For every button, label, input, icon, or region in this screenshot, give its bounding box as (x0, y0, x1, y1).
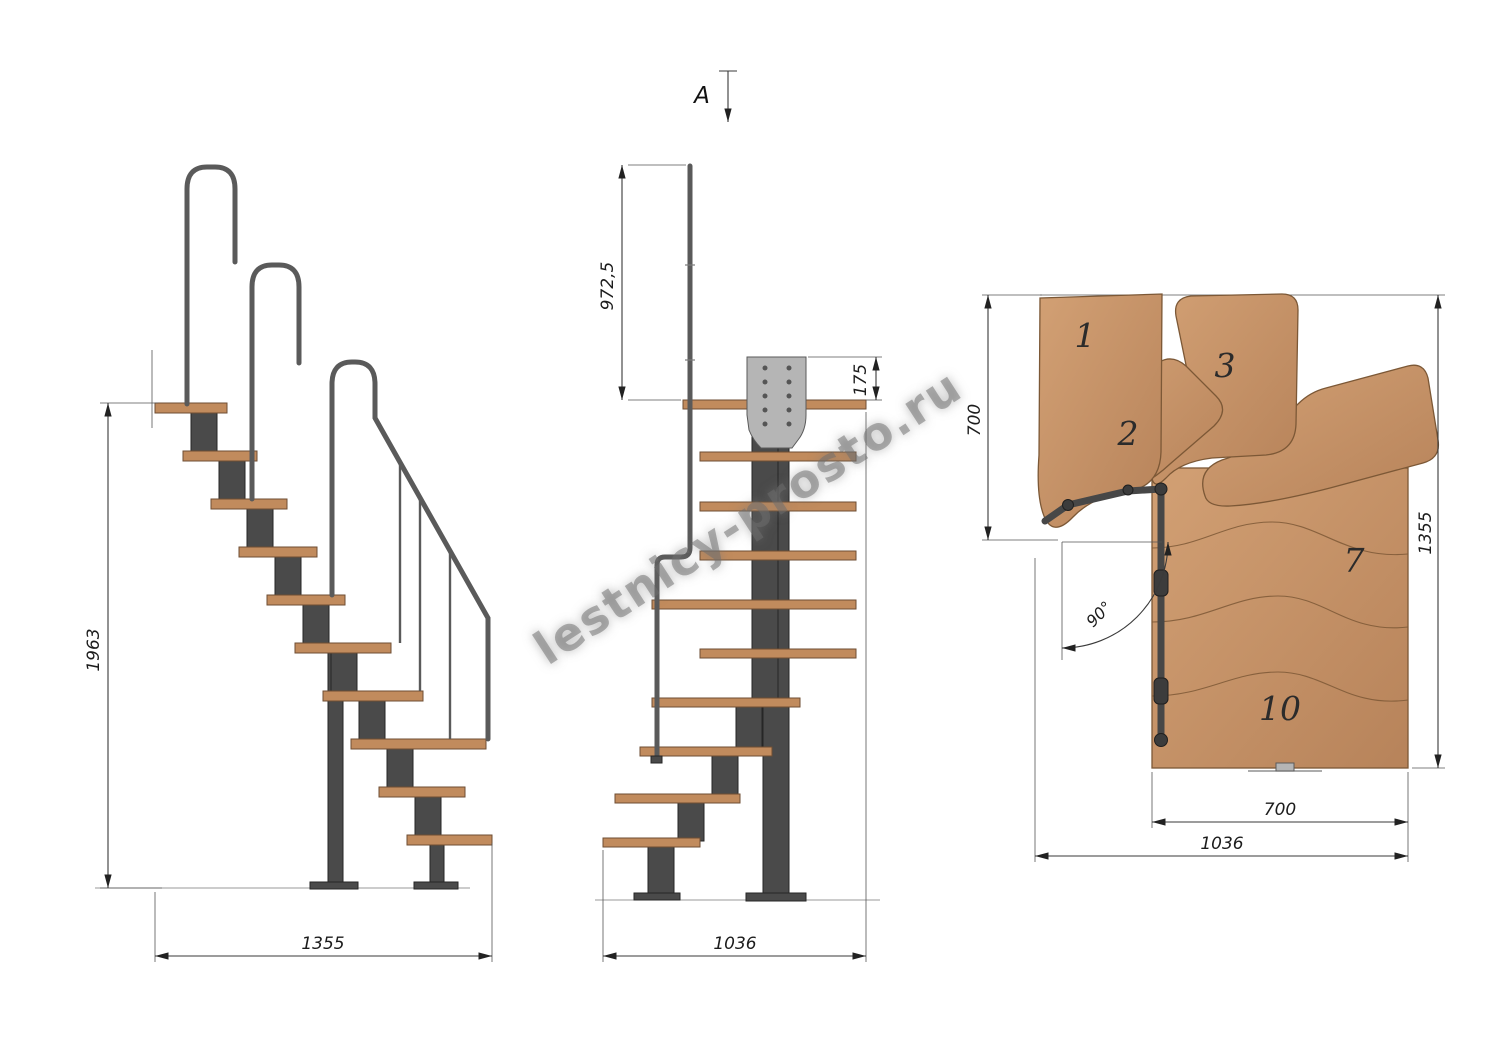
tread (699, 451, 857, 462)
side-view: 1963 1355 (84, 164, 493, 962)
module (751, 559, 779, 604)
rail-joint-ball (1062, 499, 1074, 511)
module (711, 755, 739, 798)
dimension-label-turn-depth: 700 (965, 404, 985, 436)
tread (294, 642, 392, 654)
rail-post (1153, 569, 1169, 597)
dimension-label-flight-width: 700 (1264, 800, 1296, 820)
dimension-label-width: 1036 (713, 934, 756, 954)
base-mark (1248, 762, 1322, 772)
dimension-label-height: 1963 (84, 628, 104, 671)
bracket-plate (746, 356, 807, 449)
module (677, 802, 705, 842)
support-column (429, 843, 445, 885)
module (386, 747, 414, 791)
tread (699, 648, 857, 659)
module (246, 507, 274, 551)
tread-number-7: 7 (1344, 541, 1365, 580)
handrail-post (654, 163, 693, 759)
plan-dimensions: 700 90° 1355 700 1036 (965, 295, 1445, 862)
column-base-plate (745, 892, 807, 902)
rail-corner-ball (1154, 482, 1168, 496)
tread (699, 550, 857, 561)
tread (238, 546, 318, 558)
handrail-segment (184, 164, 238, 407)
tread-number-1: 1 (1075, 316, 1096, 355)
tread (651, 599, 857, 610)
foot-plate (309, 881, 359, 890)
dimension-label-bracket: 175 (851, 364, 871, 396)
module (330, 651, 358, 695)
rail-foot (650, 755, 663, 764)
tread (406, 834, 493, 846)
tread-number-2: 2 (1117, 414, 1139, 453)
tread-edge (1151, 671, 1409, 702)
bracket-holes (762, 365, 792, 427)
module (751, 460, 779, 505)
tread (378, 786, 466, 798)
fan-tread-1 (1037, 293, 1163, 528)
tread (639, 746, 773, 757)
module (302, 603, 330, 647)
dimension-label-rail-height: 972,5 (598, 262, 618, 311)
rail-post (1153, 677, 1169, 705)
front-dimensions: 972,5 175 1036 (598, 164, 882, 962)
side-staircase (154, 402, 493, 890)
base-bracket (1275, 762, 1295, 772)
tread (154, 402, 228, 414)
front-view: A (595, 70, 882, 962)
angle-label: 90° (1082, 597, 1115, 630)
plan-view: 1 2 3 7 10 700 90° 1355 (965, 293, 1445, 862)
module (414, 795, 442, 839)
tread (266, 594, 346, 606)
dimension-label-total-depth: 1355 (1416, 511, 1436, 554)
tread-edge (1151, 595, 1409, 629)
module (358, 699, 386, 743)
module (274, 555, 302, 599)
handrail-segment (249, 262, 302, 502)
tread (602, 837, 701, 848)
top-bracket (746, 356, 807, 449)
tread (651, 697, 801, 708)
module (190, 411, 218, 455)
tread-number-3: 3 (1215, 346, 1236, 385)
angle-arc (1061, 541, 1172, 652)
section-label: A (692, 83, 710, 109)
rail-end-cap (1154, 733, 1168, 747)
tread (322, 690, 424, 702)
dimension-label-run: 1355 (301, 934, 344, 954)
tread-edge (1151, 521, 1409, 556)
tread (182, 450, 258, 462)
tread (350, 738, 487, 750)
module (751, 510, 779, 555)
front-handrail (650, 163, 695, 764)
tread (699, 501, 857, 512)
tread (614, 793, 741, 804)
foot-plate (413, 881, 459, 890)
module (735, 706, 763, 751)
tread (210, 498, 288, 510)
rail-joint-ball (1122, 484, 1134, 496)
tread-number-10: 10 (1259, 689, 1301, 728)
module (751, 657, 779, 702)
section-mark: A (692, 70, 737, 122)
handrail-segment (329, 359, 491, 742)
side-dimensions: 1963 1355 (84, 402, 493, 962)
foot-plate (633, 892, 681, 901)
dimension-label-overall-width: 1036 (1200, 834, 1243, 854)
module (218, 459, 246, 503)
module (751, 608, 779, 653)
side-handrail (184, 164, 491, 742)
module (647, 846, 675, 894)
